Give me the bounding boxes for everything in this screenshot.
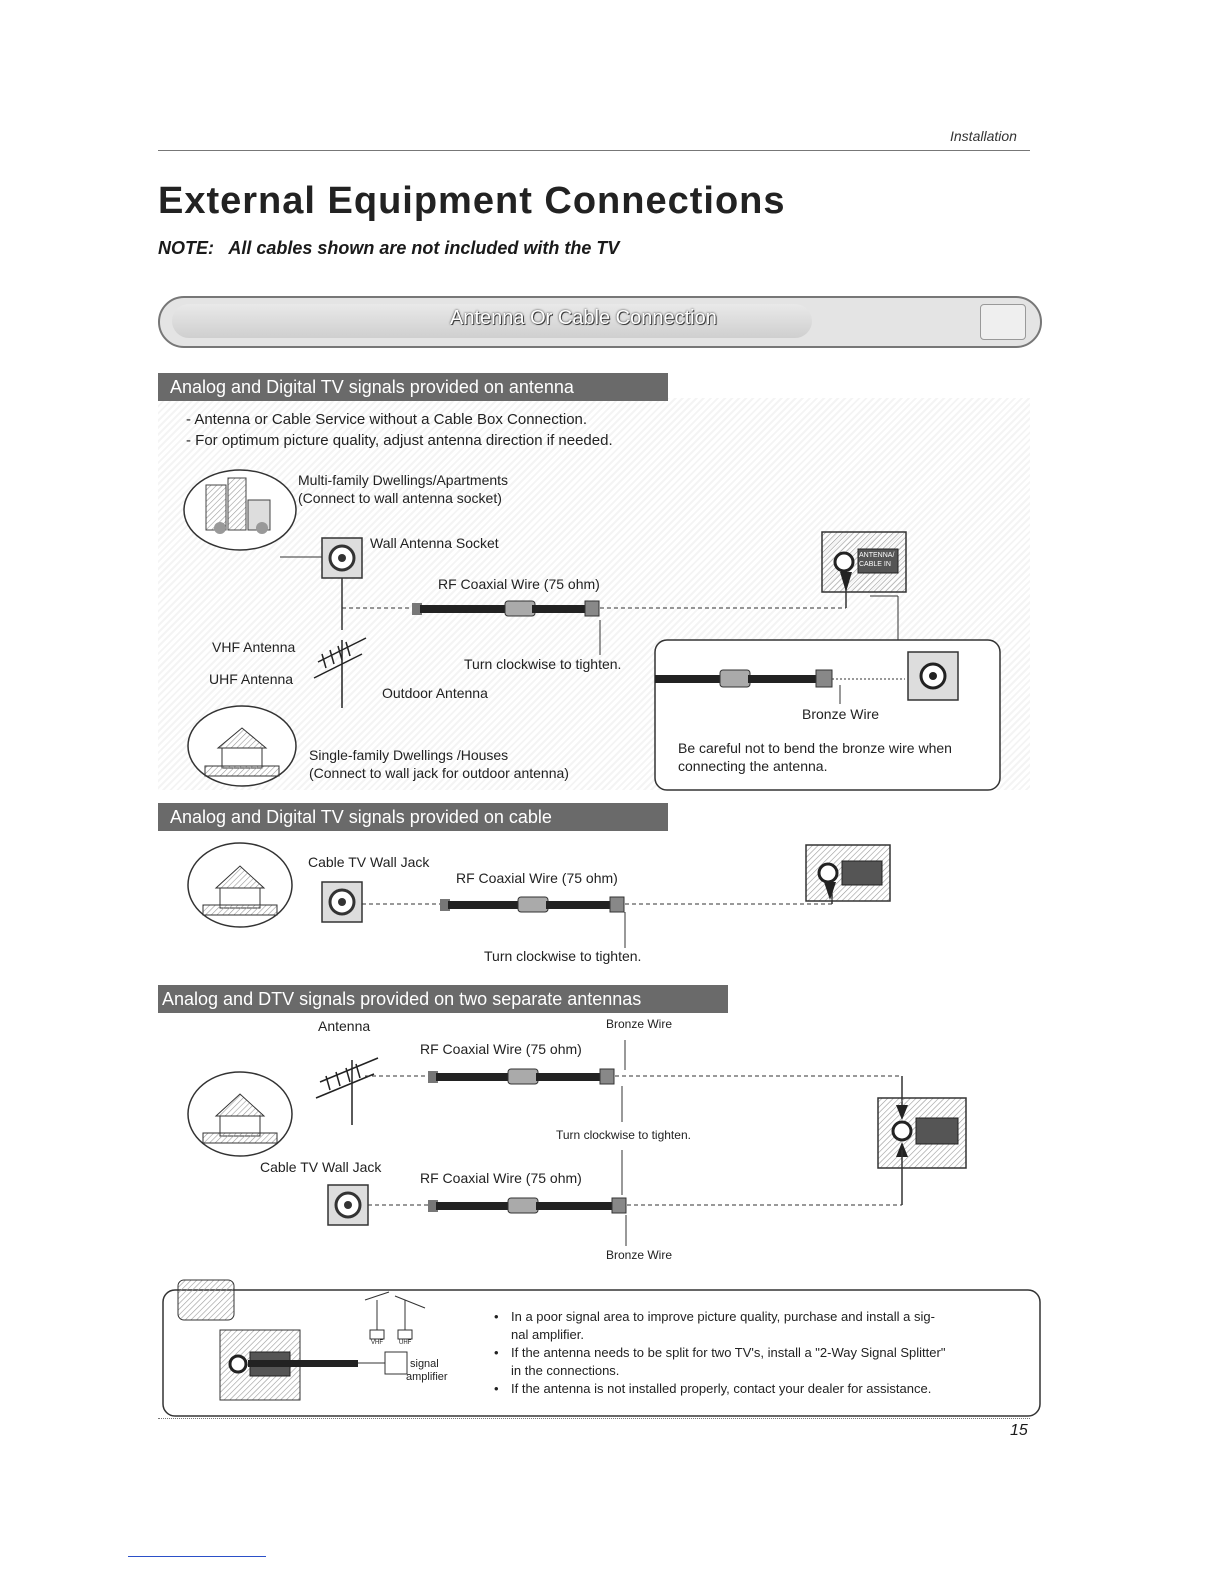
- vhf-small-label: VHF: [371, 1340, 383, 1346]
- notes-line-4: in the connections.: [511, 1363, 620, 1378]
- signal-label: signal: [410, 1358, 439, 1370]
- wall-antenna-socket-icon: [321, 537, 363, 579]
- uhf-antenna-label: UHF Antenna: [209, 671, 294, 687]
- tv-antenna-jack-icon-3: [877, 1097, 967, 1169]
- uhf-small-label: UHF: [399, 1340, 412, 1346]
- multi-family-label: Multi-family Dwellings/Apartments: [298, 472, 509, 488]
- notes-box: [162, 1289, 1041, 1417]
- careful-note-line-2: connecting the antenna.: [678, 758, 828, 774]
- bronze-wire-label: Bronze Wire: [802, 706, 880, 722]
- notes-line-1: In a poor signal area to improve picture…: [511, 1309, 935, 1324]
- notes-illustration-icon: [177, 1279, 235, 1321]
- section1-bullet-1: - Antenna or Cable Service without a Cab…: [186, 411, 588, 428]
- turn-clockwise-label-3: Turn clockwise to tighten.: [556, 1128, 691, 1142]
- tv-antenna-jack-icon: [821, 531, 907, 593]
- notes-bullet-dot-3: •: [494, 1381, 499, 1396]
- single-family-label: Single-family Dwellings /Houses: [309, 747, 509, 763]
- cable-wall-jack-icon: [321, 881, 363, 923]
- page-title: External Equipment Connections: [158, 180, 786, 222]
- jack-label-1: ANTENNA/: [859, 552, 895, 559]
- rf-coax-cable-icon-2: [440, 896, 625, 913]
- notes-line-5: If the antenna is not installed properly…: [511, 1381, 932, 1396]
- outdoor-antenna-icon-2: [315, 1057, 379, 1125]
- section2-heading-bar: Analog and Digital TV signals provided o…: [158, 803, 668, 831]
- single-family-sublabel: (Connect to wall jack for outdoor antenn…: [309, 765, 569, 781]
- house-icon-2: [187, 842, 293, 928]
- turn-clockwise-label-2: Turn clockwise to tighten.: [484, 948, 642, 964]
- banner-title: Antenna Or Cable Connection: [450, 307, 717, 329]
- apartment-icon: [183, 469, 297, 551]
- section2-heading: Analog and Digital TV signals provided o…: [170, 807, 552, 827]
- rf-coax-cable-icon-4: [428, 1197, 627, 1214]
- page-number: 15: [1010, 1422, 1028, 1439]
- house-icon: [187, 705, 297, 787]
- antenna-label: Antenna: [318, 1018, 371, 1034]
- rf-coax-cable-icon: [412, 600, 600, 617]
- section3-heading-bar: Analog and DTV signals provided on two s…: [158, 985, 728, 1013]
- tv-antenna-jack-icon-2: [805, 844, 891, 902]
- house-icon-3: [187, 1071, 293, 1157]
- banner-ribbon: [172, 304, 812, 338]
- bronze-wire-bottom-label: Bronze Wire: [606, 1248, 673, 1262]
- rf-coax-cable-icon-3: [428, 1068, 615, 1085]
- outdoor-antenna-icon: [313, 637, 367, 708]
- notes-bullet-dot-1: •: [494, 1309, 499, 1324]
- vhf-antenna-label: VHF Antenna: [212, 639, 296, 655]
- cable-wall-jack-label: Cable TV Wall Jack: [308, 854, 430, 870]
- wall-socket-label: Wall Antenna Socket: [370, 535, 499, 551]
- bronze-wire-top-label: Bronze Wire: [606, 1017, 673, 1031]
- cable-wall-jack-icon-2: [327, 1184, 369, 1226]
- section-label: Installation: [950, 128, 1017, 144]
- multi-family-sublabel: (Connect to wall antenna socket): [298, 490, 502, 506]
- section3-heading: Analog and DTV signals provided on two s…: [162, 989, 642, 1009]
- section1-heading: Analog and Digital TV signals provided o…: [170, 377, 574, 397]
- rf-wire-label: RF Coaxial Wire (75 ohm): [438, 576, 600, 592]
- bottom-link-line: [128, 1556, 266, 1557]
- rf-wire-label-3: RF Coaxial Wire (75 ohm): [420, 1041, 582, 1057]
- footer-rule: [158, 1418, 1030, 1419]
- rf-wire-label-2: RF Coaxial Wire (75 ohm): [456, 870, 618, 886]
- header-rule: [158, 150, 1030, 151]
- note-text: NOTE: All cables shown are not included …: [158, 238, 620, 258]
- careful-note-line-1: Be careful not to bend the bronze wire w…: [678, 740, 952, 756]
- outdoor-antenna-label: Outdoor Antenna: [382, 685, 488, 701]
- cable-wall-jack-label-2: Cable TV Wall Jack: [260, 1159, 382, 1175]
- turn-clockwise-label: Turn clockwise to tighten.: [464, 656, 622, 672]
- notes-bullet-dot-2: •: [494, 1345, 499, 1360]
- section-banner: Antenna Or Cable Connection: [158, 296, 1042, 348]
- section1-bullet-2: - For optimum picture quality, adjust an…: [186, 432, 613, 449]
- section1-heading-bar: Analog and Digital TV signals provided o…: [158, 373, 668, 401]
- banner-end-cap: [980, 304, 1026, 340]
- signal-amplifier-diagram: [248, 1291, 426, 1375]
- notes-line-2: nal amplifier.: [511, 1327, 584, 1342]
- bronze-wire-detail-cable: [655, 651, 959, 704]
- notes-line-3: If the antenna needs to be split for two…: [511, 1345, 946, 1360]
- jack-label-2: CABLE IN: [859, 561, 891, 568]
- rf-wire-label-4: RF Coaxial Wire (75 ohm): [420, 1170, 582, 1186]
- amplifier-label: amplifier: [406, 1371, 448, 1383]
